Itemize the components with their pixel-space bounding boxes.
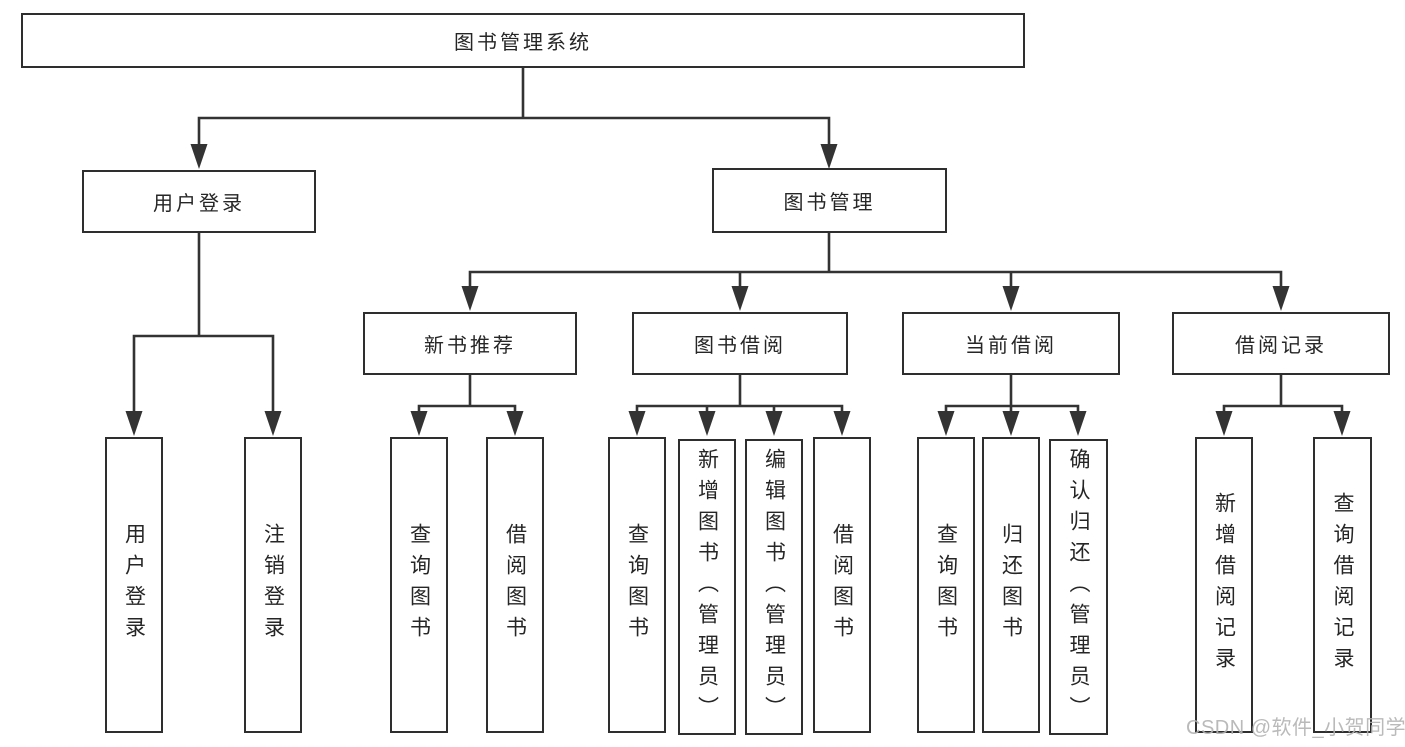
node-book-management: 图书管理	[712, 168, 947, 233]
leaf-user-login-label: 用户登录	[122, 523, 146, 647]
leaf-borrow-books-1-label: 借阅图书	[503, 523, 527, 647]
node-system-root: 图书管理系统	[21, 13, 1025, 68]
leaf-add-borrow-record-label: 新增借阅记录	[1212, 492, 1236, 678]
node-system-root-label: 图书管理系统	[454, 32, 592, 54]
leaf-query-books-2: 查询图书	[608, 437, 666, 733]
leaf-edit-books-admin-label: 编辑图书（管理员）	[762, 447, 786, 727]
connector-current-borrow	[944, 375, 1080, 413]
node-book-management-label: 图书管理	[783, 192, 876, 214]
connector-borrow-records	[1222, 375, 1344, 413]
leaf-confirm-return-admin: 确认归还（管理员）	[1049, 439, 1108, 735]
leaf-query-books-2-label: 查询图书	[625, 523, 649, 647]
leaf-borrow-books-1: 借阅图书	[486, 437, 544, 733]
node-new-book-recommend: 新书推荐	[363, 312, 577, 375]
connector-new-book-recommend	[417, 375, 517, 413]
connector-user-login	[132, 233, 275, 413]
watermark: CSDN @软件_小贺同学	[1186, 717, 1405, 739]
leaf-query-borrow-record-label: 查询借阅记录	[1331, 492, 1354, 678]
leaf-confirm-return-admin-label: 确认归还（管理员）	[1067, 447, 1090, 727]
leaf-query-books-1: 查询图书	[390, 437, 448, 733]
node-user-login: 用户登录	[82, 170, 316, 233]
node-current-borrow-label: 当前借阅	[965, 335, 1057, 357]
leaf-edit-books-admin: 编辑图书（管理员）	[745, 439, 803, 735]
leaf-add-borrow-record: 新增借阅记录	[1195, 437, 1253, 733]
leaf-user-login: 用户登录	[105, 437, 163, 733]
connector-book-management	[468, 232, 1283, 287]
node-new-book-recommend-label: 新书推荐	[424, 335, 516, 357]
leaf-query-borrow-record: 查询借阅记录	[1313, 437, 1372, 733]
connector-book-borrow	[635, 375, 844, 413]
node-book-borrow: 图书借阅	[632, 312, 848, 375]
node-user-login-label: 用户登录	[153, 193, 245, 215]
leaf-query-books-3: 查询图书	[917, 437, 975, 733]
leaf-borrow-books-2-label: 借阅图书	[830, 523, 854, 647]
node-borrow-records-label: 借阅记录	[1235, 335, 1327, 357]
node-borrow-records: 借阅记录	[1172, 312, 1390, 375]
leaf-return-books: 归还图书	[982, 437, 1040, 733]
leaf-logout-label: 注销登录	[261, 523, 285, 647]
leaf-query-books-3-label: 查询图书	[934, 523, 958, 647]
leaf-query-books-1-label: 查询图书	[407, 523, 431, 647]
leaf-add-books-admin-label: 新增图书（管理员）	[695, 447, 719, 727]
node-book-borrow-label: 图书借阅	[694, 335, 786, 357]
arrowheads	[125, 144, 1351, 436]
node-current-borrow: 当前借阅	[902, 312, 1120, 375]
leaf-add-books-admin: 新增图书（管理员）	[678, 439, 736, 735]
leaf-borrow-books-2: 借阅图书	[813, 437, 871, 733]
connector-root	[197, 66, 831, 145]
leaf-return-books-label: 归还图书	[999, 523, 1023, 647]
leaf-logout: 注销登录	[244, 437, 302, 733]
